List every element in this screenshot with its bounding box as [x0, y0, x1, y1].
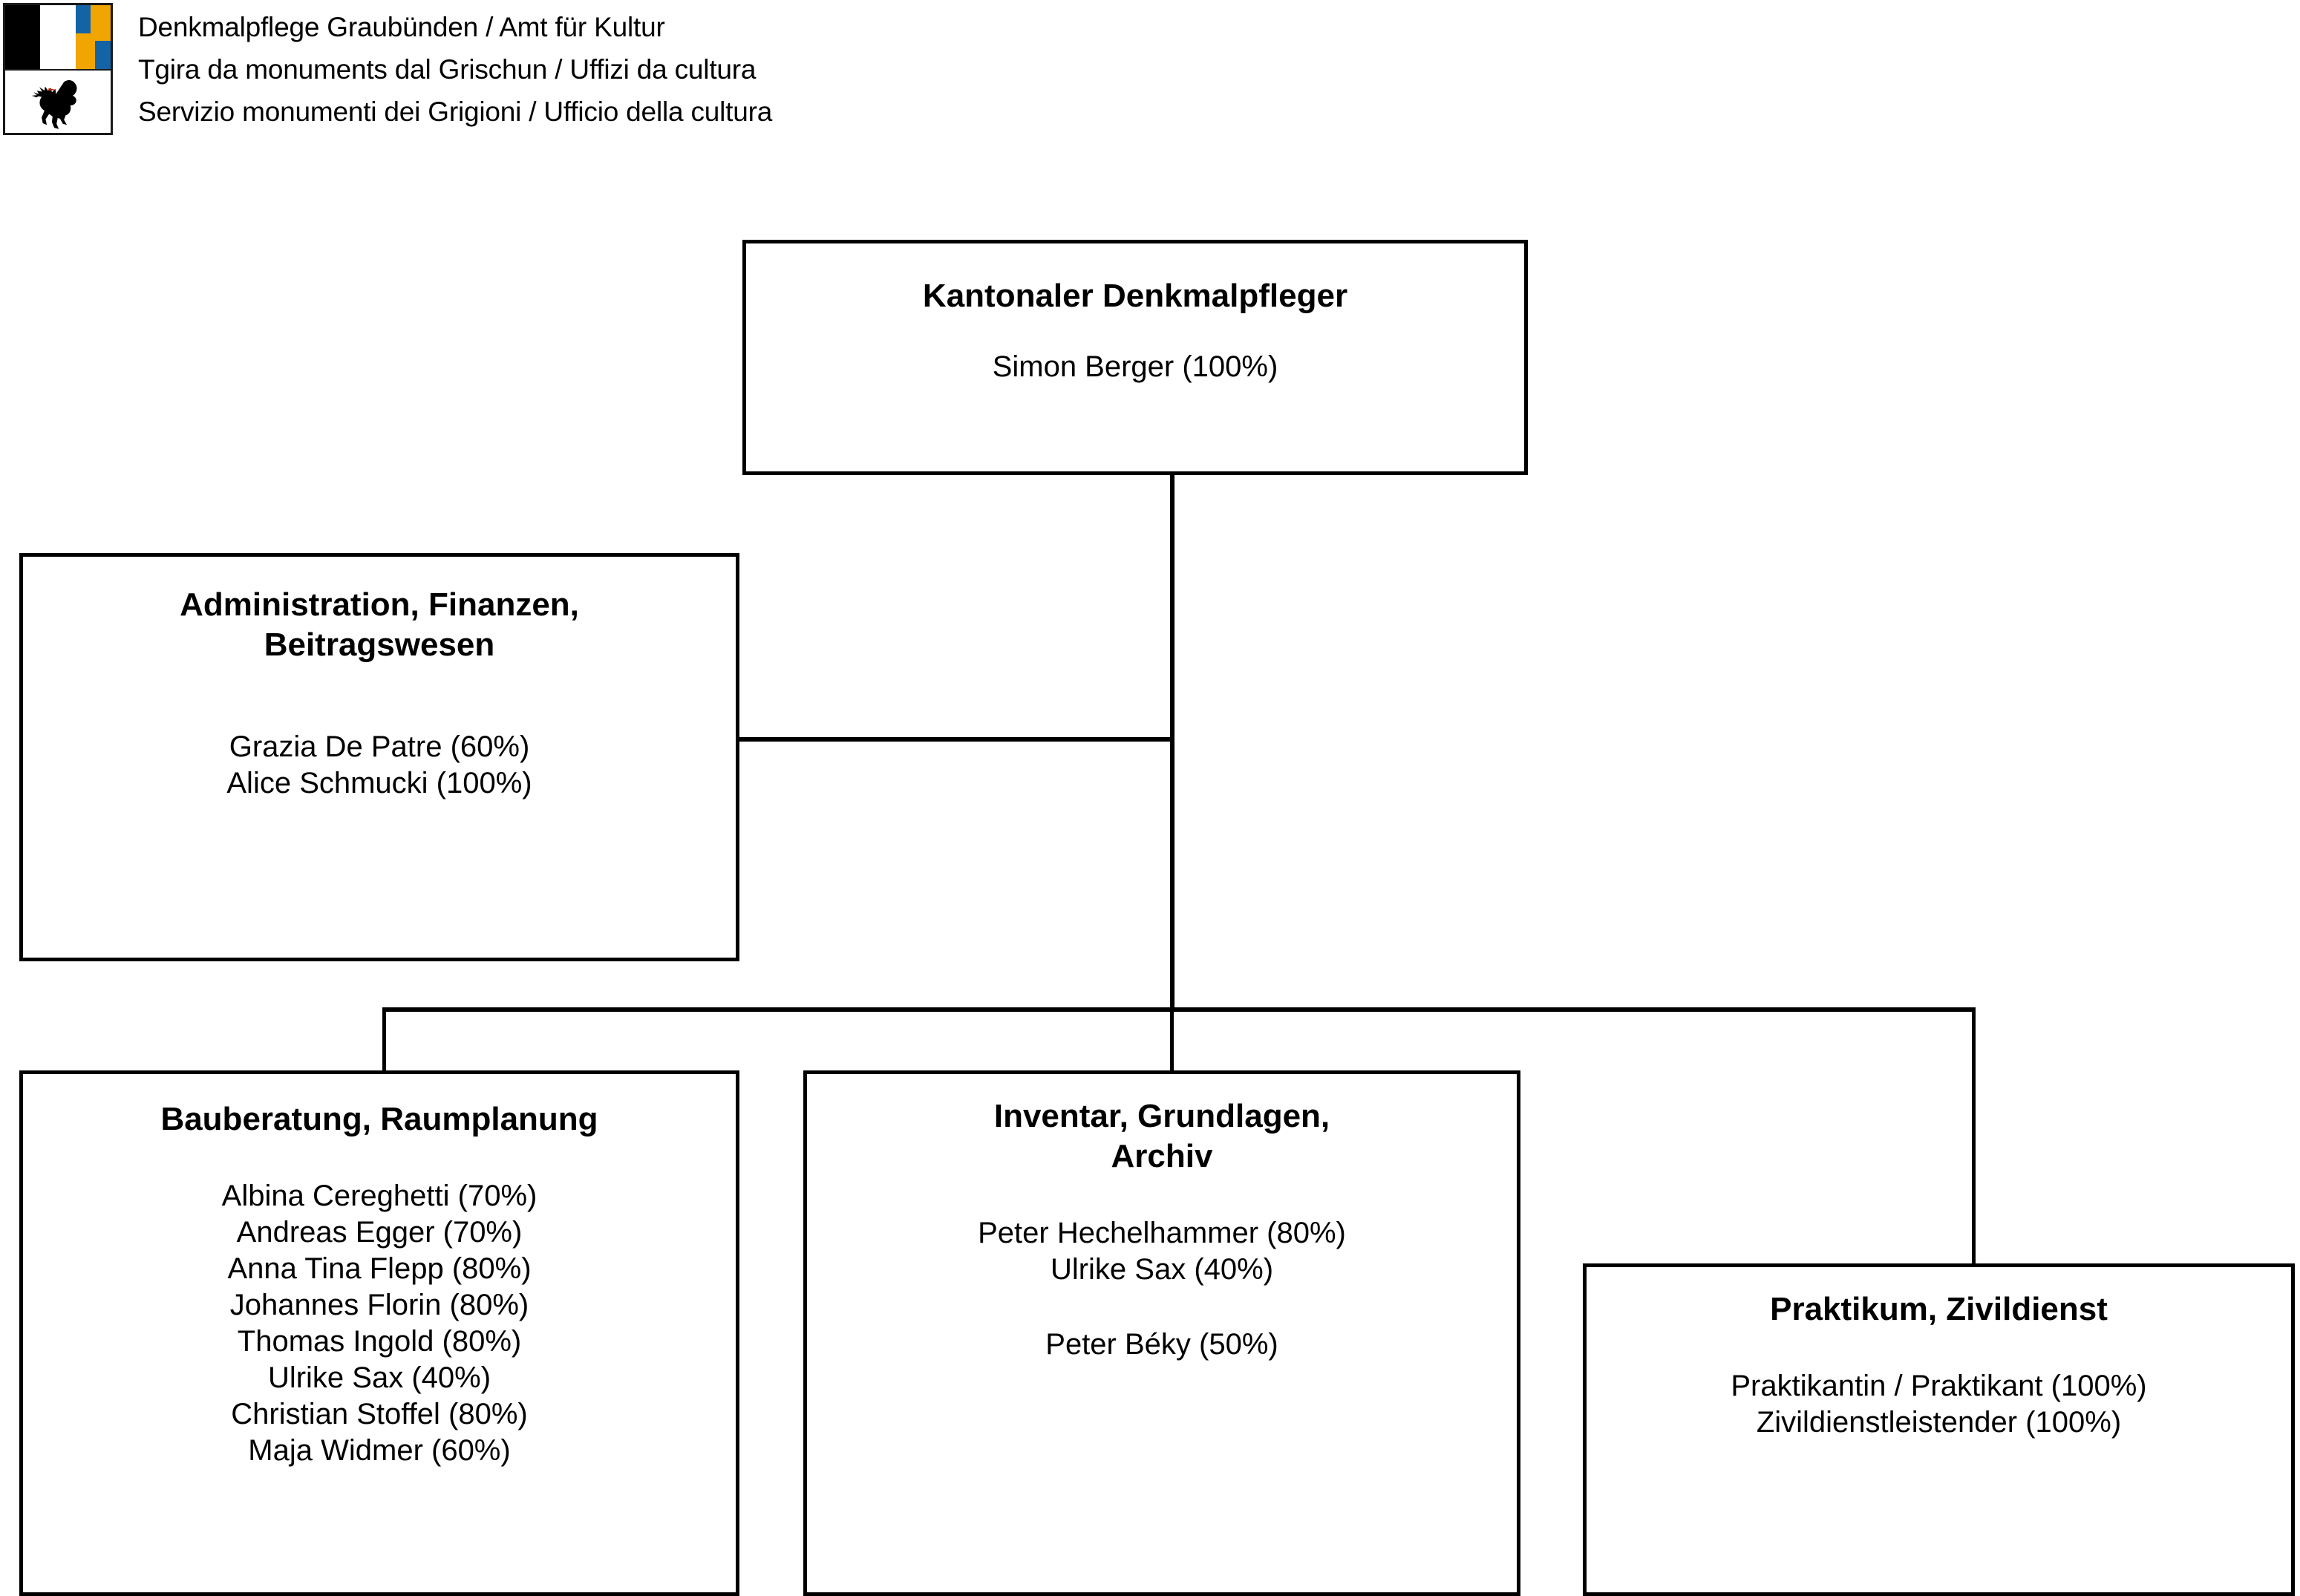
coat-cross-horizontal — [75, 33, 111, 42]
org-box-people-secondary: Peter Béky (50%) — [1045, 1328, 1278, 1361]
header-line-de: Denkmalpflege Graubünden / Amt für Kultu… — [138, 12, 665, 42]
header-title-block: Denkmalpflege Graubünden / Amt für Kultu… — [138, 6, 940, 133]
org-box-kantonaler-denkmalpfleger[interactable]: Kantonaler Denkmalpfleger Simon Berger (… — [742, 240, 1528, 475]
coat-black-pale — [5, 5, 41, 69]
connector-drop-bauberatung — [382, 1007, 386, 1073]
coat-white-pale — [40, 5, 76, 69]
org-box-title: Kantonaler Denkmalpfleger — [922, 278, 1348, 314]
header-line-rm: Tgira da monuments dal Grischun / Uffizi… — [138, 54, 757, 85]
coat-cross-quarter — [75, 5, 111, 69]
org-box-people: Peter Hechelhammer (80%) Ulrike Sax (40%… — [978, 1217, 1346, 1286]
org-box-title: Praktikum, Zivildienst — [1770, 1291, 2108, 1327]
coat-lower-half — [5, 69, 111, 133]
org-box-inventar-grundlagen-archiv[interactable]: Inventar, Grundlagen, Archiv Peter Heche… — [803, 1070, 1520, 1596]
header-line-it: Servizio monumenti dei Grigioni / Uffici… — [138, 97, 773, 127]
org-box-title: Administration, Finanzen, Beitragswesen — [180, 586, 579, 663]
org-box-title: Bauberatung, Raumplanung — [160, 1101, 598, 1137]
org-box-praktikum-zivildienst[interactable]: Praktikum, Zivildienst Praktikantin / Pr… — [1583, 1263, 2295, 1596]
coat-cross-quarter-blue-1 — [75, 5, 91, 33]
org-box-administration-finanzen-beitragswesen[interactable]: Administration, Finanzen, Beitragswesen … — [19, 553, 739, 961]
org-box-people: Albina Cereghetti (70%) Andreas Egger (7… — [221, 1180, 538, 1467]
connector-administration — [736, 737, 1174, 742]
org-box-people: Praktikantin / Praktikant (100%) Zivildi… — [1731, 1370, 2147, 1439]
document-header: Denkmalpflege Graubünden / Amt für Kultu… — [0, 0, 965, 141]
connector-distribution-bar — [382, 1007, 1976, 1012]
coat-of-arms-graubuenden-icon — [3, 3, 113, 135]
org-box-people: Simon Berger (100%) — [992, 350, 1278, 383]
coat-cross-quarter-blue-2 — [95, 41, 111, 69]
ibex-icon — [31, 80, 77, 130]
org-box-title: Inventar, Grundlagen, Archiv — [993, 1098, 1330, 1174]
org-box-people: Grazia De Patre (60%) Alice Schmucki (10… — [226, 730, 532, 799]
connector-drop-praktikum — [1972, 1007, 1976, 1266]
connector-chief-spine — [1170, 474, 1174, 1012]
connector-drop-inventar — [1170, 1007, 1174, 1073]
org-box-bauberatung-raumplanung[interactable]: Bauberatung, Raumplanung Albina Cereghet… — [19, 1070, 739, 1596]
coat-upper-half — [5, 5, 111, 69]
